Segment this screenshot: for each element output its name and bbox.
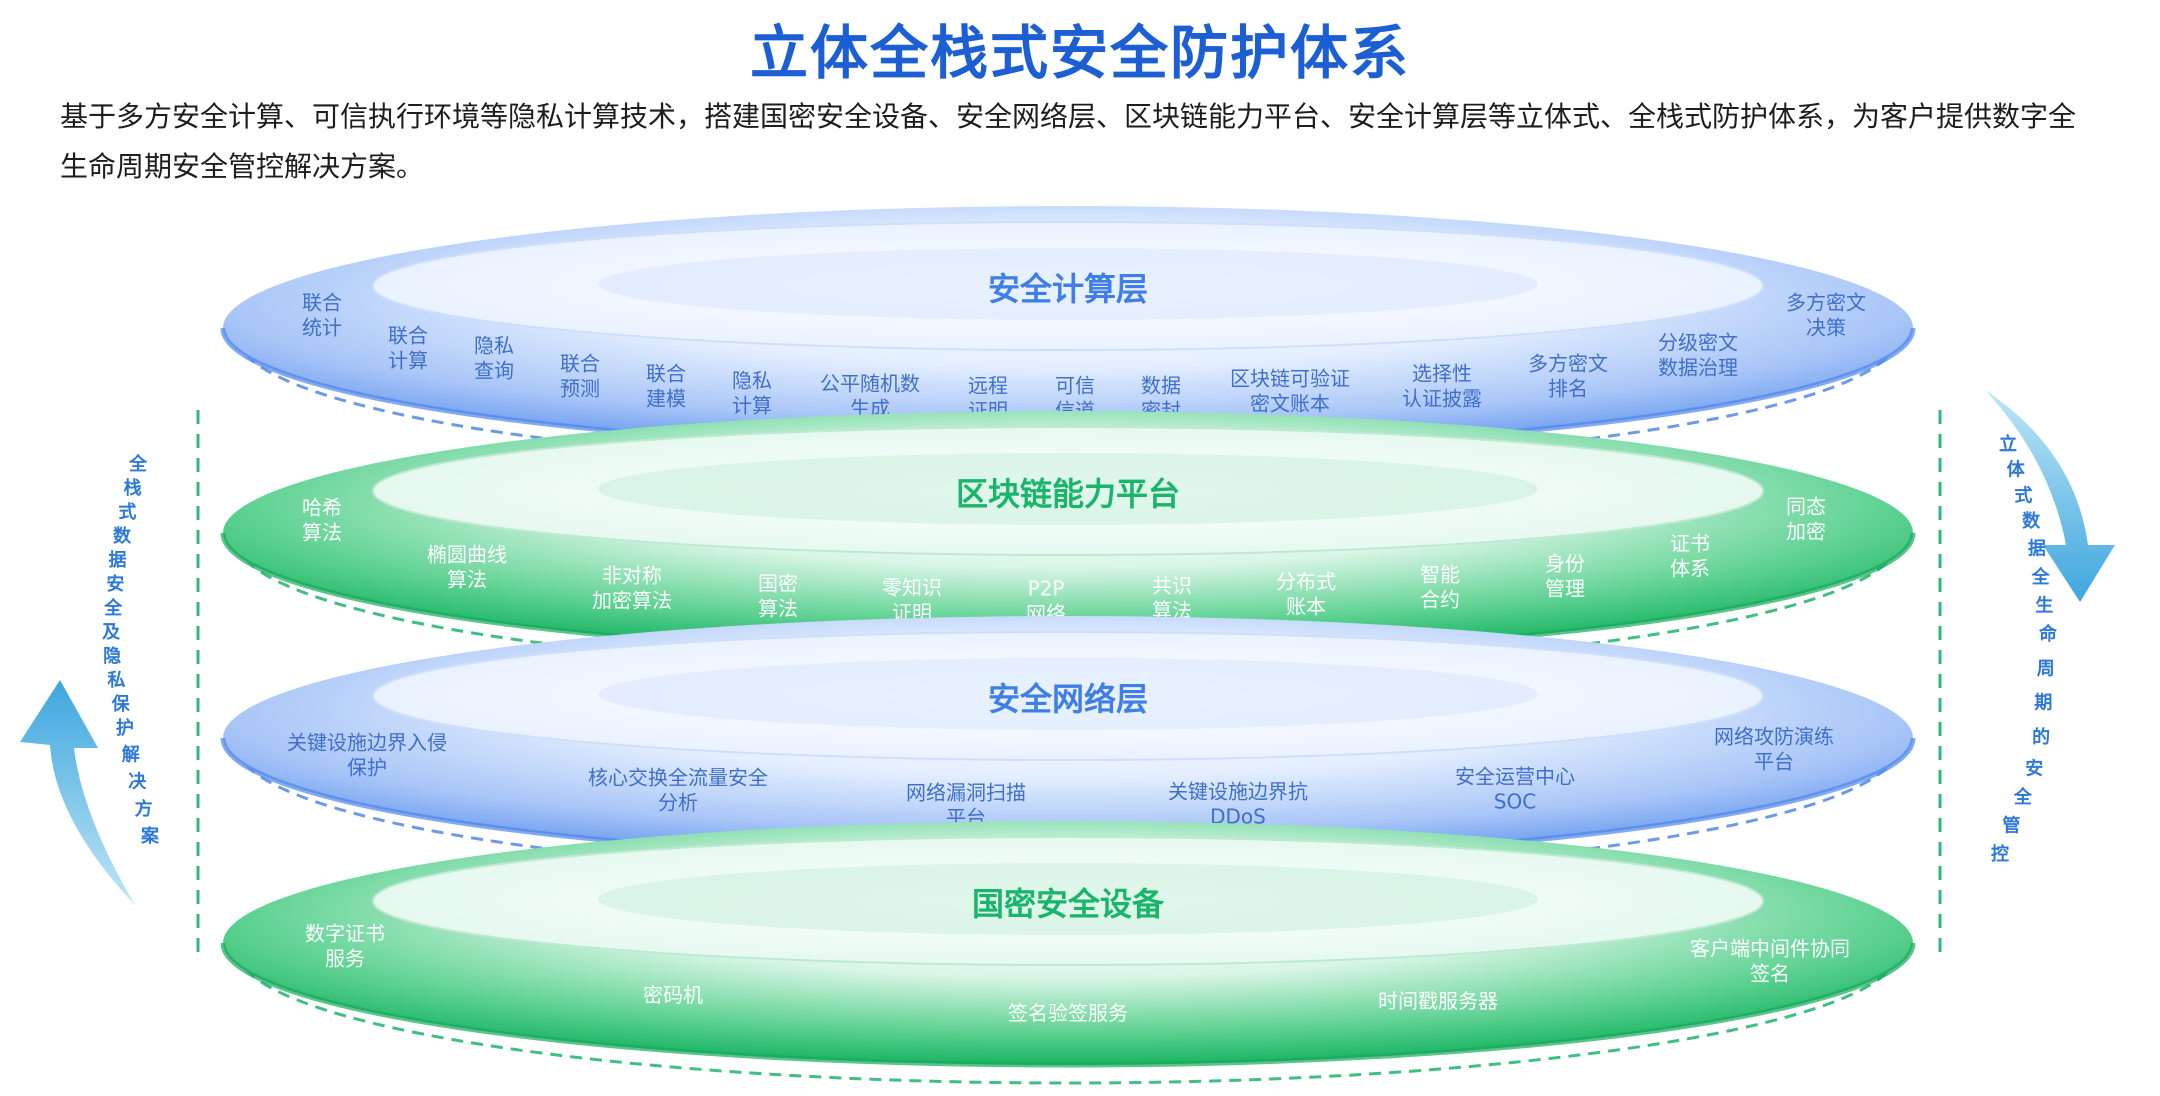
layer-item: 联合建模 [646, 362, 686, 411]
layer-item: 非对称加密算法 [592, 564, 672, 613]
layer-item: 身份管理 [1545, 552, 1585, 601]
side-label-text: 全栈式数据安全及隐私保护解决方案 [102, 453, 160, 847]
page-title: 立体全栈式安全防护体系 [749, 21, 1410, 86]
layer-title: 安全计算层 [988, 270, 1148, 308]
layer-item: 密码机 [643, 983, 703, 1007]
layer-item: 客户端中间件协同签名 [1690, 937, 1850, 986]
layer-title: 区块链能力平台 [956, 475, 1180, 513]
layer-item: 分布式账本 [1276, 570, 1336, 619]
layer-item: 多方密文决策 [1786, 291, 1866, 340]
layer-item: 椭圆曲线算法 [427, 543, 507, 592]
layer-item: 智能合约 [1420, 563, 1460, 612]
left-side-label: 全栈式数据安全及隐私保护解决方案 [102, 453, 160, 847]
layer-item: 核心交换全流量安全分析 [588, 766, 768, 815]
layer-title: 安全网络层 [988, 680, 1148, 718]
layer-3: 安全网络层关键设施边界入侵保护核心交换全流量安全分析网络漏洞扫描平台关键设施边界… [220, 616, 1916, 880]
layer-item: 联合预测 [560, 352, 600, 401]
left-arrow-icon [20, 680, 135, 905]
side-label-text: 立体式数据全生命周期的安全管控 [1991, 433, 2058, 865]
layer-item: 区块链可验证密文账本 [1230, 367, 1350, 416]
layer-item: 网络攻防演练平台 [1714, 725, 1834, 774]
layer-item: 关键设施边界入侵保护 [287, 731, 447, 780]
layer-item: 证书体系 [1670, 532, 1710, 581]
layer-item: 共识算法 [1152, 574, 1192, 623]
layer-item: 国密算法 [758, 572, 798, 621]
layer-item: 选择性认证披露 [1402, 362, 1482, 411]
layer-item: 公平随机数生成 [820, 372, 920, 421]
layer-item: 同态加密 [1786, 495, 1826, 544]
layer-item: 联合统计 [302, 291, 342, 340]
layer-item: 哈希算法 [302, 496, 342, 545]
layer-dashed-rim [236, 745, 1900, 880]
right-side-label: 立体式数据全生命周期的安全管控 [1991, 433, 2058, 865]
layer-item: 隐私计算 [732, 369, 772, 418]
layer-dashed-rim [236, 950, 1900, 1085]
layer-item: 时间戳服务器 [1378, 989, 1498, 1013]
layer-item: 网络漏洞扫描平台 [906, 781, 1026, 830]
layer-item: 多方密文排名 [1528, 352, 1608, 401]
layer-stack: 安全计算层联合统计联合计算隐私查询联合预测联合建模隐私计算公平随机数生成远程证明… [220, 206, 1916, 1085]
layer-core-highlight [598, 248, 1538, 320]
layer-dashed-rim [236, 335, 1900, 470]
right-arrow-icon [1985, 390, 2115, 602]
layer-title: 国密安全设备 [972, 885, 1165, 923]
layer-dashed-rim [236, 540, 1900, 675]
layer-item: 隐私查询 [474, 334, 514, 383]
layer-disc-edge [220, 942, 1916, 1068]
intro-paragraph: 基于多方安全计算、可信执行环境等隐私计算技术，搭建国密安全设备、安全网络层、区块… [60, 101, 2077, 182]
layer-item: 联合计算 [388, 324, 428, 373]
layer-core-highlight [598, 863, 1538, 935]
layer-item: 签名验签服务 [1008, 1001, 1128, 1025]
layer-core-highlight [598, 453, 1538, 525]
layer-core-highlight [598, 658, 1538, 730]
layer-item: 分级密文数据治理 [1658, 331, 1738, 380]
layer-item: 数字证书服务 [305, 922, 385, 971]
